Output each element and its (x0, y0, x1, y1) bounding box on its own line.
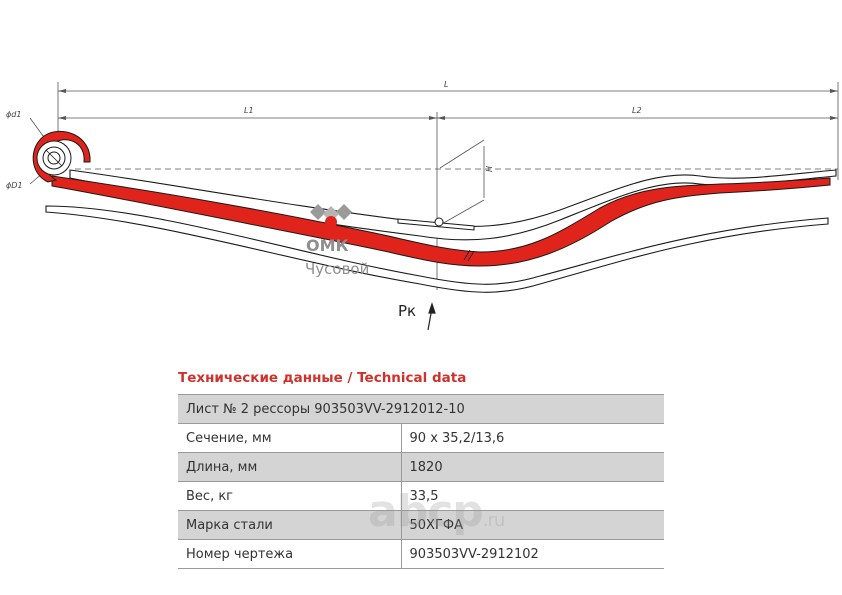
spring-leaf-highlighted (51, 175, 831, 267)
spec-row: Номер чертежа 903503VV-2912102 (178, 539, 664, 569)
dim-label-H: H (485, 166, 494, 172)
spec-name: Длина, мм (178, 452, 402, 482)
leaf-spring-drawing: L L1 L2 H h ϕd1 ϕD1 Рк ОМК Чусовой (6, 80, 839, 331)
dim-label-L2: L2 (632, 106, 642, 115)
spec-name: Марка стали (178, 510, 402, 540)
omk-logo: ОМК Чусовой (305, 204, 369, 278)
spec-value: 33,5 (400, 481, 664, 511)
logo-brand: ОМК (306, 236, 349, 255)
dim-label-D1: ϕD1 (6, 181, 23, 190)
dim-label-d1: ϕd1 (6, 110, 21, 119)
dimension-lines (29, 82, 839, 290)
spec-header-cell: Лист № 2 рессоры 903503VV-2912012-10 (178, 394, 664, 424)
dim-label-L1: L1 (244, 106, 254, 115)
spec-table: Лист № 2 рессоры 903503VV-2912012-10 Сеч… (178, 394, 664, 569)
load-label: Рк (398, 302, 416, 320)
spring-eye (32, 130, 91, 183)
watermark: abcp.ru (368, 486, 506, 537)
spec-value: 1820 (400, 452, 664, 482)
dim-label-L: L (444, 80, 448, 89)
dimension-arrows (58, 89, 838, 120)
spec-row: Марка стали 50ХГФА (178, 510, 664, 540)
spec-header-row: Лист № 2 рессоры 903503VV-2912012-10 (178, 394, 664, 424)
spec-row: Длина, мм 1820 (178, 452, 664, 482)
spring-leaf-lower (45, 205, 829, 293)
spec-name: Номер чертежа (178, 539, 402, 569)
logo-city: Чусовой (305, 260, 369, 278)
spec-value: 90 x 35,2/13,6 (400, 423, 664, 453)
spec-value: 903503VV-2912102 (400, 539, 664, 569)
watermark-main: abcp (368, 486, 484, 537)
watermark-suffix: .ru (482, 510, 506, 531)
spec-row: Сечение, мм 90 x 35,2/13,6 (178, 423, 664, 453)
thickness-mark (463, 249, 475, 262)
spec-title: Технические данные / Technical data (178, 370, 467, 386)
spec-name: Сечение, мм (178, 423, 402, 453)
spec-row: Вес, кг 33,5 (178, 481, 664, 511)
spec-value: 50ХГФА (400, 510, 664, 540)
spec-name: Вес, кг (178, 481, 402, 511)
load-arrow-icon (427, 302, 436, 331)
center-bolt (434, 217, 444, 227)
